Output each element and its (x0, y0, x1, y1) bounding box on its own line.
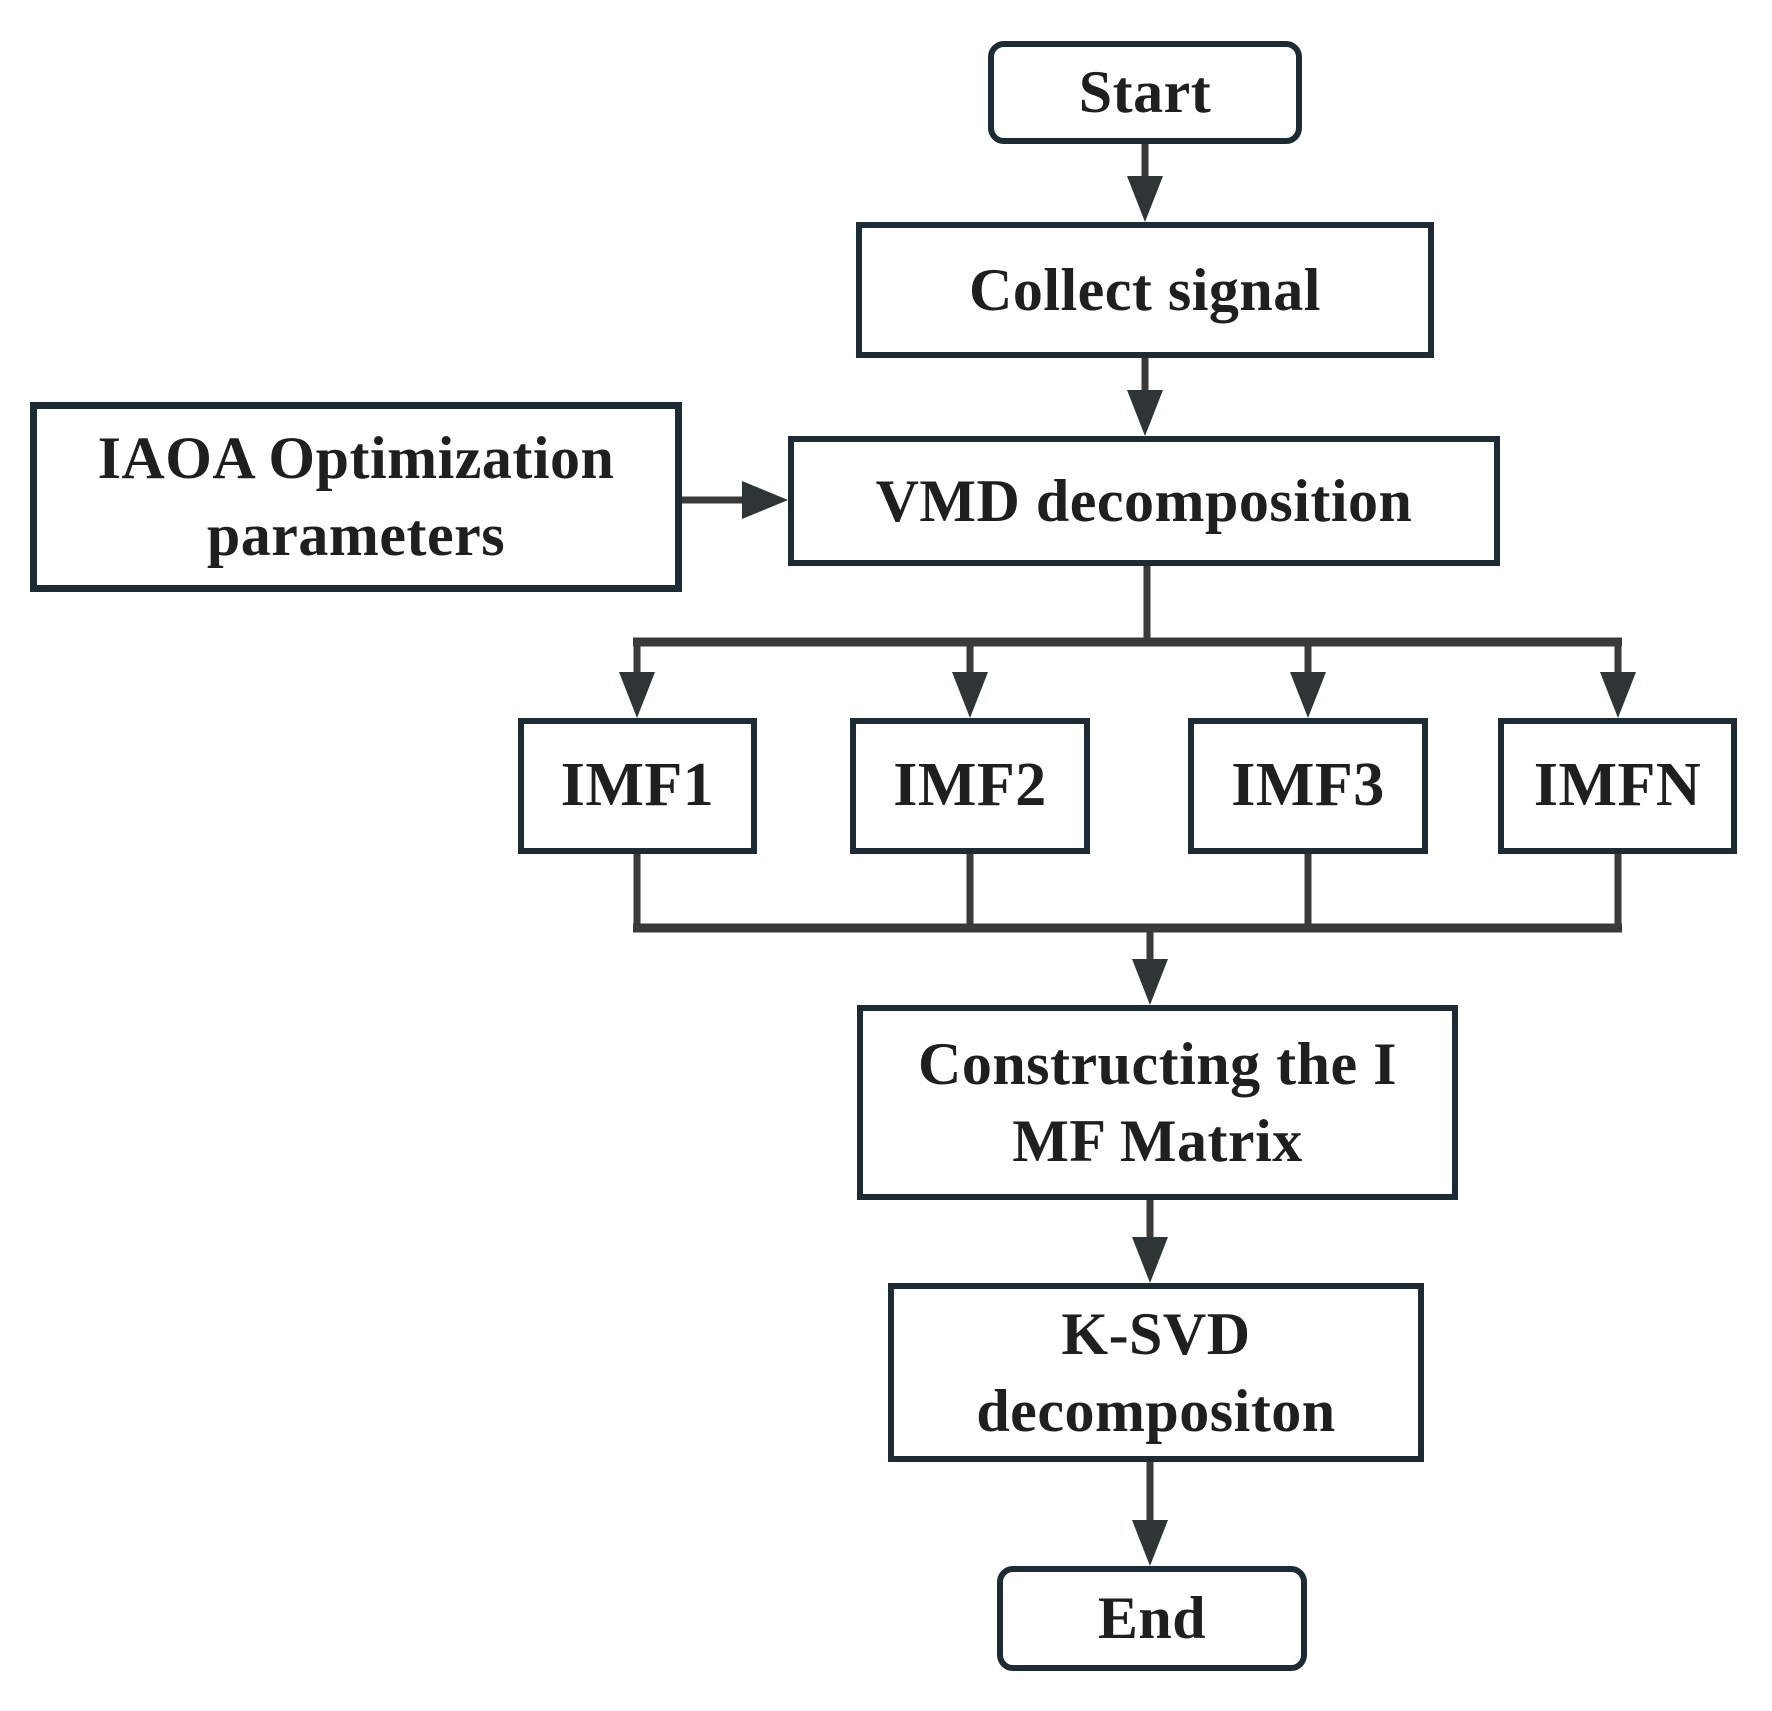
arrowhead-icon (619, 672, 655, 718)
node-vmd-label: VMD decomposition (875, 467, 1413, 534)
node-iaoa-label-line1: IAOA Optimization (97, 425, 615, 492)
node-iaoa-optimization-parameters: IAOA Optimization parameters (30, 402, 682, 592)
node-start: Start (988, 41, 1302, 144)
edge-construct-to-ksvd (1132, 1200, 1168, 1283)
edge-imf-merge (633, 854, 1622, 933)
node-ksvd-decomposition: K-SVD decompositon (888, 1283, 1424, 1462)
edge-collect-to-vmd (1127, 358, 1163, 436)
node-construct-label-line1: Constructing the I (917, 1030, 1397, 1097)
node-imf2: IMF2 (850, 718, 1090, 854)
arrowhead-icon (1127, 176, 1163, 222)
node-imfn: IMFN (1498, 718, 1737, 854)
edge-ksvd-to-end (1132, 1462, 1168, 1566)
node-construct-label-line2: MF Matrix (1012, 1107, 1303, 1174)
edge-iaoa-to-vmd (682, 481, 788, 519)
node-end-label: End (1097, 1585, 1207, 1652)
node-iaoa-label-line2: parameters (206, 502, 506, 568)
node-vmd-decomposition: VMD decomposition (788, 436, 1500, 566)
arrowhead-icon (952, 672, 988, 718)
node-imf3: IMF3 (1188, 718, 1428, 854)
node-imf1: IMF1 (518, 718, 757, 854)
arrowhead-icon (1132, 1520, 1168, 1566)
edge-vmd-split (633, 566, 1622, 647)
node-collect-signal-label: Collect signal (969, 256, 1321, 323)
node-imfn-label: IMFN (1533, 751, 1702, 820)
node-ksvd-label-line1: K-SVD (1061, 1300, 1251, 1367)
edge-split-to-imfn (1600, 638, 1636, 718)
edge-split-to-imf2 (952, 638, 988, 718)
arrowhead-icon (1132, 1237, 1168, 1283)
node-imf3-label: IMF3 (1231, 751, 1385, 820)
arrowhead-icon (1600, 672, 1636, 718)
arrowhead-icon (1127, 390, 1163, 436)
node-constructing-imf-matrix: Constructing the I MF Matrix (857, 1005, 1458, 1200)
edge-merge-to-construct (1132, 928, 1168, 1005)
node-ksvd-label-line2: decompositon (976, 1377, 1336, 1444)
arrowhead-icon (1290, 672, 1326, 718)
edge-split-to-imf3 (1290, 638, 1326, 718)
edge-split-to-imf1 (619, 638, 655, 718)
node-imf2-label: IMF2 (893, 751, 1047, 820)
edge-start-to-collect (1127, 144, 1163, 222)
node-imf1-label: IMF1 (560, 751, 715, 820)
node-start-label: Start (1078, 59, 1212, 126)
arrowhead-icon (742, 481, 788, 519)
arrowhead-icon (1132, 959, 1168, 1005)
node-collect-signal: Collect signal (856, 222, 1434, 358)
node-end: End (997, 1566, 1307, 1671)
